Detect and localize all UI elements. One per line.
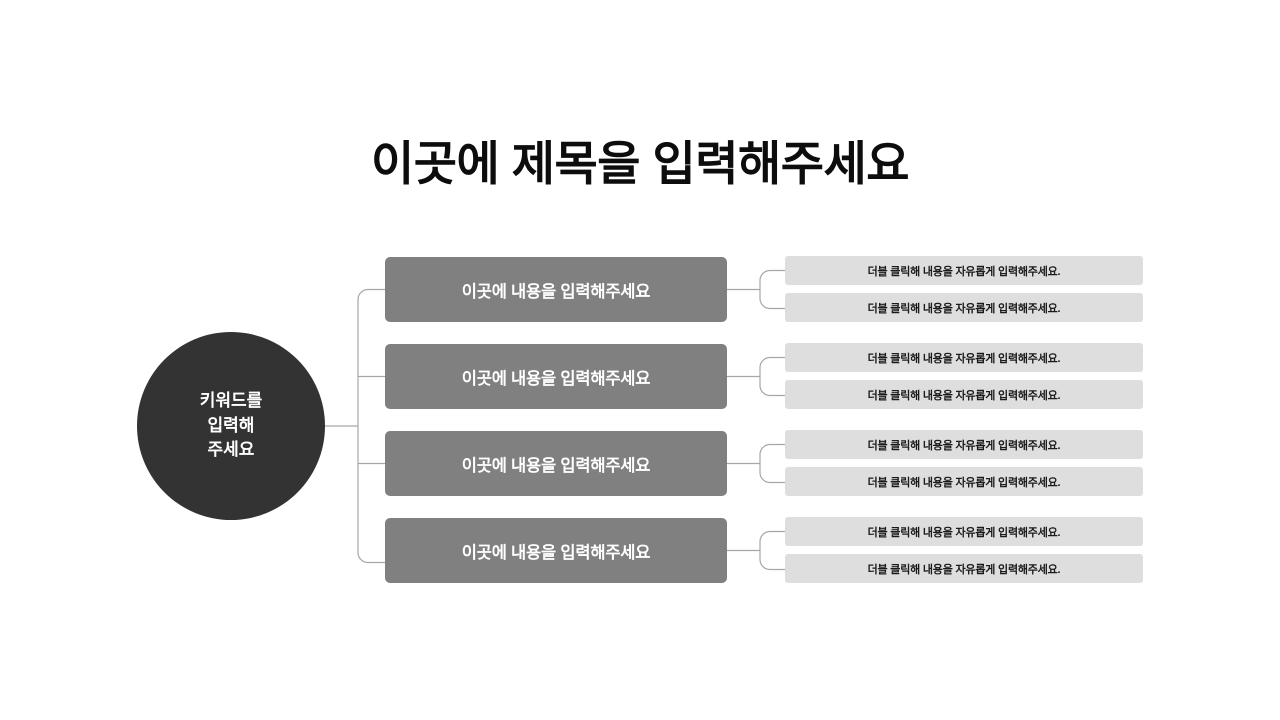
branch-box-2[interactable]: 이곳에 내용을 입력해주세요: [385, 344, 727, 409]
branch-box-3[interactable]: 이곳에 내용을 입력해주세요: [385, 431, 727, 496]
leaf-box-2-2[interactable]: 더블 클릭해 내용을 자유롭게 입력해주세요.: [785, 380, 1143, 409]
leaf-box-1-2[interactable]: 더블 클릭해 내용을 자유롭게 입력해주세요.: [785, 293, 1143, 322]
root-keyword-node[interactable]: 키워드를 입력해 주세요: [137, 332, 325, 520]
branch-split-4: [759, 530, 785, 571]
leaf-box-4-1[interactable]: 더블 클릭해 내용을 자유롭게 입력해주세요.: [785, 517, 1143, 546]
branch-box-4[interactable]: 이곳에 내용을 입력해주세요: [385, 518, 727, 583]
branch-split-1: [759, 269, 785, 310]
trunk-path: [357, 288, 385, 564]
root-line-1: 키워드를: [199, 391, 263, 411]
leaf-box-4-2[interactable]: 더블 클릭해 내용을 자유롭게 입력해주세요.: [785, 554, 1143, 583]
root-line-2: 입력해: [207, 415, 255, 435]
leaf-box-2-1[interactable]: 더블 클릭해 내용을 자유롭게 입력해주세요.: [785, 343, 1143, 372]
branch-split-2: [759, 356, 785, 397]
leaf-box-3-1[interactable]: 더블 클릭해 내용을 자유롭게 입력해주세요.: [785, 430, 1143, 459]
leaf-box-1-1[interactable]: 더블 클릭해 내용을 자유롭게 입력해주세요.: [785, 256, 1143, 285]
root-line-3: 주세요: [207, 440, 255, 460]
branch-box-1[interactable]: 이곳에 내용을 입력해주세요: [385, 257, 727, 322]
page-title: 이곳에 제목을 입력해주세요: [371, 137, 910, 190]
branch-split-3: [759, 443, 785, 484]
leaf-box-3-2[interactable]: 더블 클릭해 내용을 자유롭게 입력해주세요.: [785, 467, 1143, 496]
